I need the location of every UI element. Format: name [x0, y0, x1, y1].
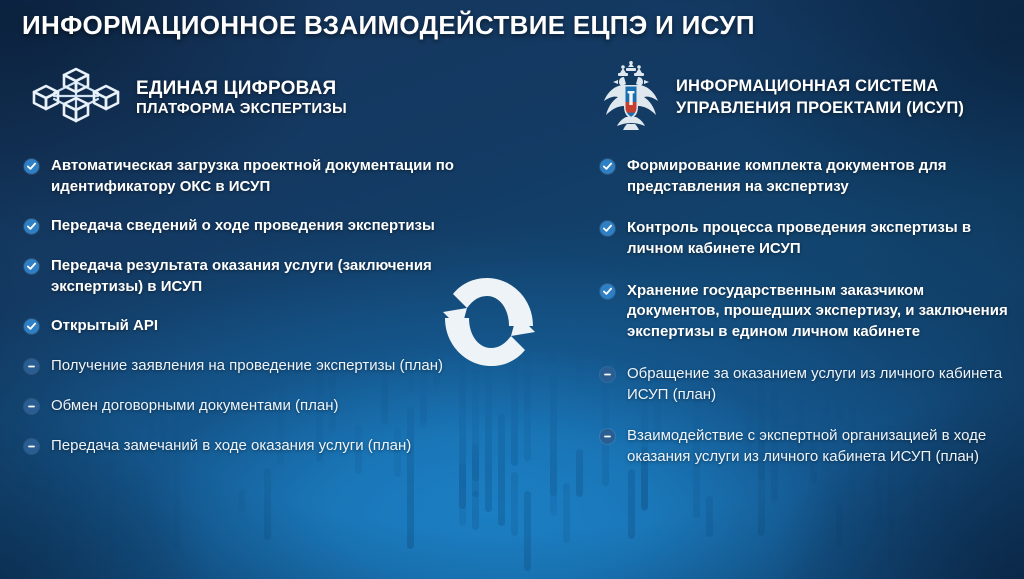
- list-item-label: Автоматическая загрузка проектной докуме…: [51, 157, 454, 195]
- check-circle-icon: [600, 283, 615, 299]
- list-item: Формирование комплекта документов для пр…: [600, 156, 1020, 197]
- list-item: Взаимодействие с экспертной организацией…: [600, 426, 1020, 467]
- ecpe-header: ЕДИНАЯ ЦИФРОВАЯ ПЛАТФОРМА ЭКСПЕРТИЗЫ: [24, 62, 454, 134]
- isup-heading: ИНФОРМАЦИОННАЯ СИСТЕМА УПРАВЛЕНИЯ ПРОЕКТ…: [676, 76, 964, 120]
- list-item-label: Открытый API: [51, 317, 159, 335]
- list-item: Передача сведений о ходе проведения эксп…: [24, 216, 454, 237]
- list-item: Передача результата оказания услуги (зак…: [24, 256, 454, 297]
- list-item-label: Передача сведений о ходе проведения эксп…: [51, 217, 435, 235]
- list-item: Хранение государственным заказчиком доку…: [600, 281, 1020, 343]
- isup-feature-list: Формирование комплекта документов для пр…: [600, 156, 1020, 468]
- check-circle-icon: [600, 221, 615, 237]
- minus-circle-icon: [24, 438, 39, 454]
- isup-heading-line1: ИНФОРМАЦИОННАЯ СИСТЕМА: [676, 77, 939, 96]
- ecpe-heading: ЕДИНАЯ ЦИФРОВАЯ ПЛАТФОРМА ЭКСПЕРТИЗЫ: [136, 78, 347, 118]
- column-ecpe: ЕДИНАЯ ЦИФРОВАЯ ПЛАТФОРМА ЭКСПЕРТИЗЫ Авт…: [24, 62, 454, 475]
- list-item: Получение заявления на проведение экспер…: [24, 356, 454, 377]
- list-item: Обмен договорными документами (план): [24, 396, 454, 417]
- list-item-label: Передача результата оказания услуги (зак…: [51, 257, 432, 295]
- check-circle-icon: [24, 159, 39, 174]
- check-circle-icon: [24, 219, 39, 235]
- ecpe-cubes-network-logo-icon: [30, 65, 122, 132]
- minus-circle-icon: [600, 366, 615, 382]
- list-item: Открытый API: [24, 316, 454, 337]
- ecpe-heading-line1: ЕДИНАЯ ЦИФРОВАЯ: [136, 77, 337, 99]
- list-item-label: Обмен договорными документами (план): [51, 396, 339, 414]
- list-item-label: Хранение государственным заказчиком доку…: [627, 281, 1008, 341]
- minus-circle-icon: [24, 398, 39, 414]
- ecpe-heading-line2: ПЛАТФОРМА ЭКСПЕРТИЗЫ: [136, 100, 347, 118]
- list-item: Контроль процесса проведения экспертизы …: [600, 218, 1020, 259]
- check-circle-icon: [24, 319, 39, 335]
- list-item: Обращение за оказанием услуги из личного…: [600, 364, 1020, 405]
- list-item-label: Взаимодействие с экспертной организацией…: [627, 427, 987, 465]
- list-item-label: Передача замечаний в ходе оказания услуг…: [51, 436, 412, 454]
- column-isup: ИНФОРМАЦИОННАЯ СИСТЕМА УПРАВЛЕНИЯ ПРОЕКТ…: [600, 60, 1020, 489]
- check-circle-icon: [24, 259, 39, 275]
- minus-circle-icon: [24, 359, 39, 375]
- check-circle-icon: [600, 159, 615, 174]
- list-item-label: Контроль процесса проведения экспертизы …: [627, 219, 972, 258]
- list-item: Передача замечаний в ходе оказания услуг…: [24, 436, 454, 457]
- list-item: Автоматическая загрузка проектной докуме…: [24, 156, 454, 197]
- list-item-label: Обращение за оказанием услуги из личного…: [627, 364, 1003, 403]
- list-item-label: Получение заявления на проведение экспер…: [51, 357, 443, 375]
- page-title: ИНФОРМАЦИОННОЕ ВЗАИМОДЕЙСТВИЕ ЕЦПЭ И ИСУ…: [22, 10, 755, 40]
- isup-heading-line2: УПРАВЛЕНИЯ ПРОЕКТАМИ (ИСУП): [676, 99, 965, 117]
- exchange-arrows-icon: [437, 272, 541, 372]
- isup-header: ИНФОРМАЦИОННАЯ СИСТЕМА УПРАВЛЕНИЯ ПРОЕКТ…: [600, 60, 1020, 136]
- minus-circle-icon: [600, 429, 615, 445]
- russian-double-headed-eagle-emblem-icon: [600, 60, 662, 136]
- ecpe-feature-list: Автоматическая загрузка проектной докуме…: [24, 156, 454, 456]
- list-item-label: Формирование комплекта документов для пр…: [627, 157, 947, 195]
